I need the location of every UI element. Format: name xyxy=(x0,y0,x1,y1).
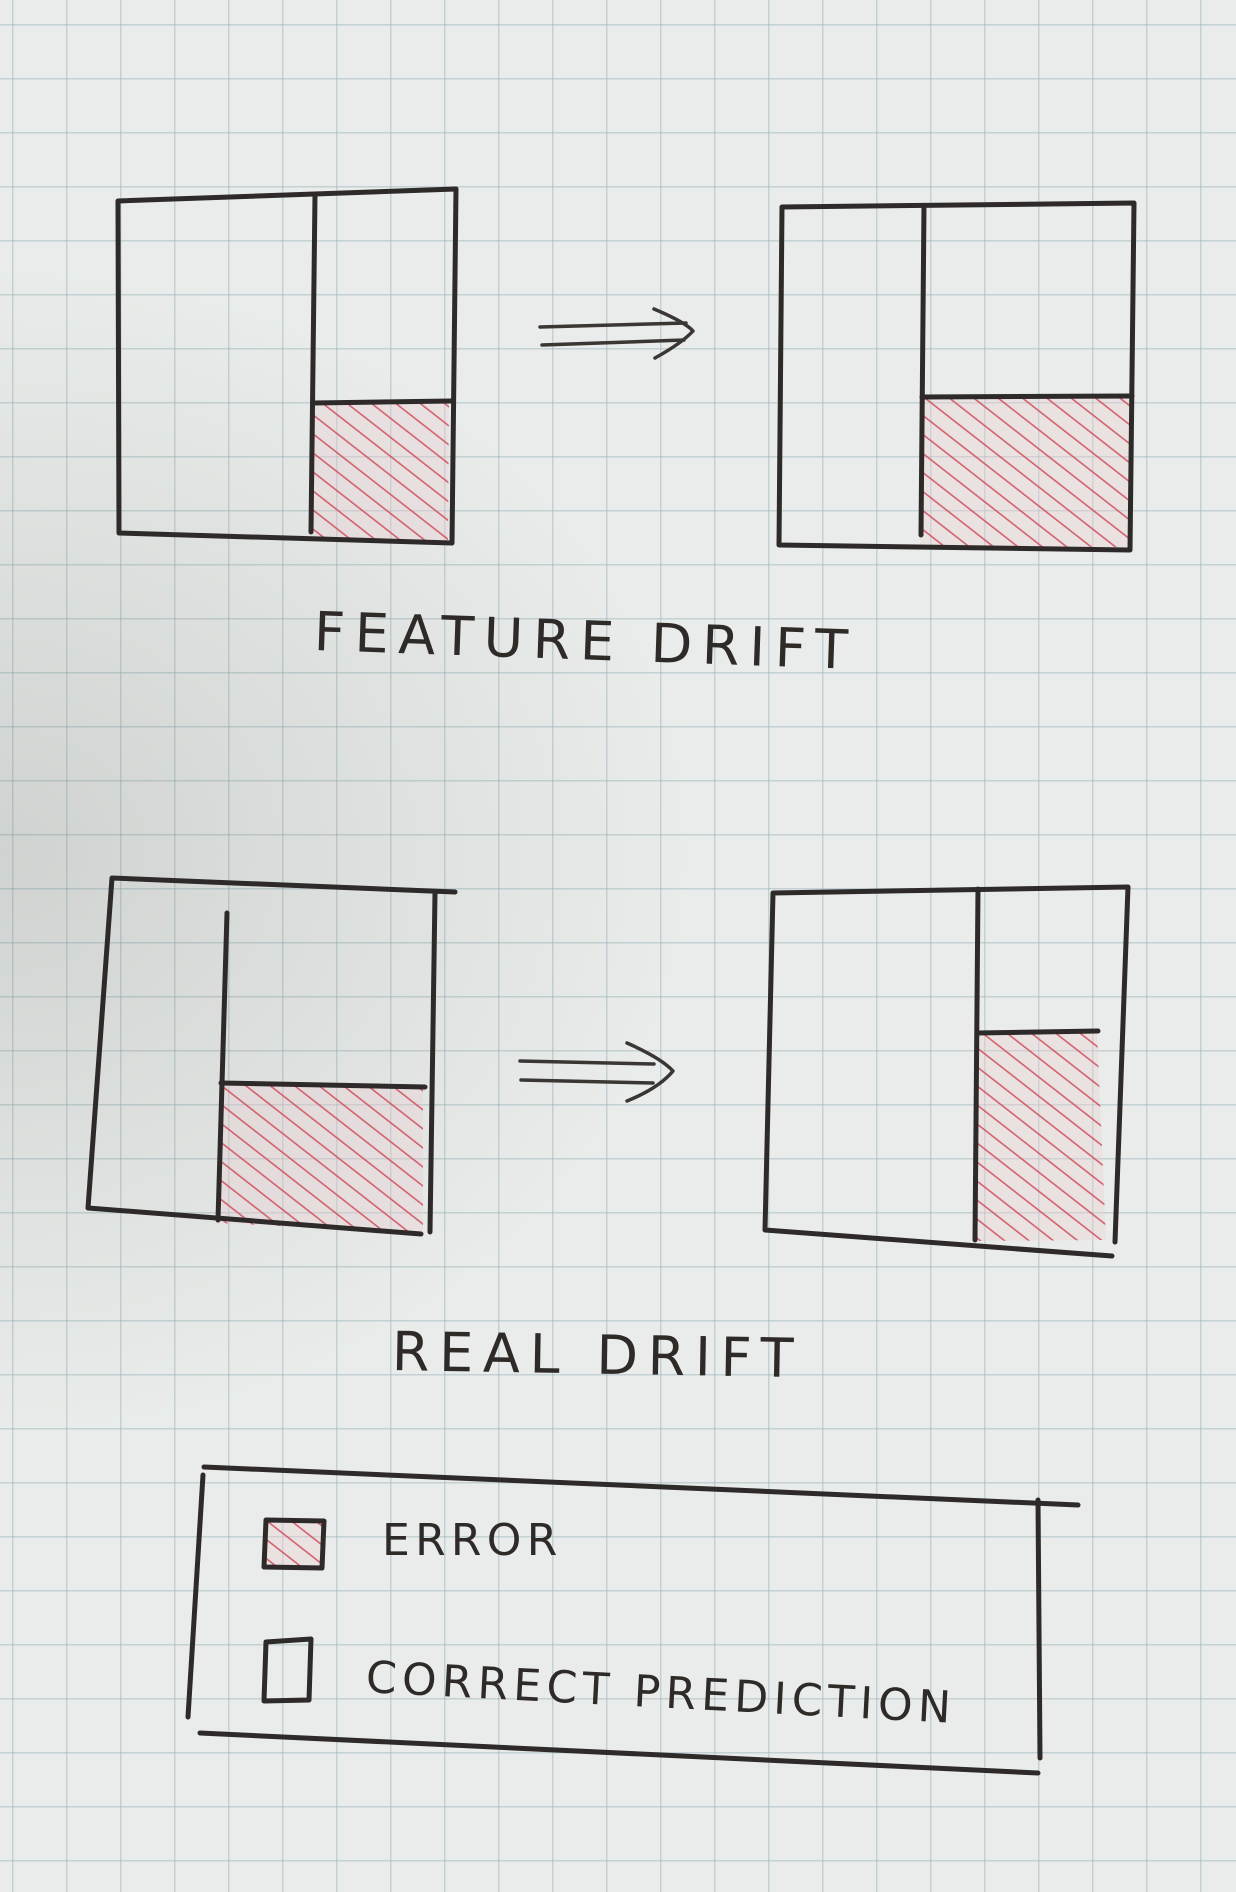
error-region xyxy=(920,397,1133,547)
vertical-split-line xyxy=(308,192,318,535)
error-region xyxy=(312,403,449,540)
vertical-split-line xyxy=(918,203,927,538)
error-boundary-line xyxy=(974,1028,1101,1036)
panel-frame xyxy=(115,186,459,546)
double-arrow-icon xyxy=(538,307,695,360)
real-drift-before-panel xyxy=(85,875,458,1237)
error-boundary-line xyxy=(919,393,1135,400)
panel-frame xyxy=(85,875,458,1237)
feature-drift-before-panel xyxy=(115,186,459,546)
hatched-square-icon xyxy=(261,1517,327,1571)
error-region xyxy=(976,1031,1106,1241)
vertical-split-line xyxy=(215,910,230,1223)
empty-square-icon xyxy=(261,1636,314,1704)
double-arrow-icon xyxy=(518,1041,675,1103)
panel-frame xyxy=(776,200,1137,553)
legend-box xyxy=(185,1464,1081,1776)
feature-drift-after-panel xyxy=(776,200,1137,553)
real-drift-after-panel xyxy=(762,884,1131,1259)
legend-error-label: ERROR xyxy=(382,1515,563,1566)
error-region xyxy=(219,1084,423,1233)
vertical-split-line xyxy=(972,886,981,1243)
error-boundary-line xyxy=(218,1080,428,1090)
error-boundary-line xyxy=(311,398,454,406)
real-drift-title: REAL DRIFT xyxy=(391,1320,804,1391)
panel-frame xyxy=(762,884,1131,1259)
